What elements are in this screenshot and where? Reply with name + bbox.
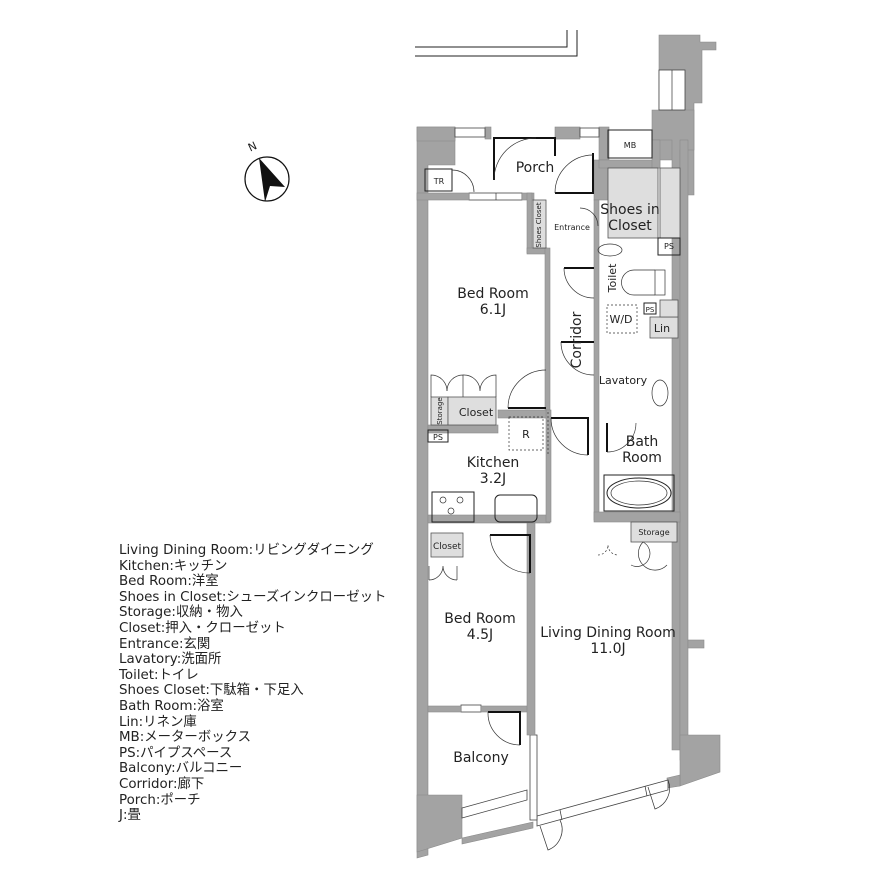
entrance-label: Entrance [554, 223, 590, 232]
legend-item: MB:メーターボックス [119, 730, 251, 746]
mb-label: MB [624, 141, 636, 150]
fridge-label: R [522, 428, 530, 441]
porch-label: Porch [516, 160, 555, 176]
bedroom-1-size: 6.1J [480, 302, 506, 318]
legend-item: Shoes in Closet:シューズインクローゼット [119, 589, 387, 605]
balcony-label: Balcony [453, 750, 509, 766]
legend-item: Corridor:廊下 [119, 776, 205, 792]
room-labels: Porch TR MB Shoes in Closet Entrance Sho… [433, 141, 676, 766]
legend-item: Closet:押入・クローゼット [119, 620, 286, 636]
legend-item: Lavatory:洗面所 [119, 652, 222, 668]
corridor-label: Corridor [569, 311, 585, 368]
legend-item: Entrance:玄関 [119, 636, 211, 652]
shoes-closet-label: Shoes Closet [535, 202, 543, 247]
ldk-size: 11.0J [590, 641, 625, 657]
windows [454, 69, 686, 827]
legend-item: Storage:収納・物入 [119, 605, 243, 621]
svg-text:Closet: Closet [459, 406, 494, 419]
bedroom-2-label: Bed Room [444, 611, 515, 627]
shoes-in-closet-label: Shoes in [600, 202, 659, 218]
porch-outline [493, 137, 594, 194]
svg-text:PS: PS [646, 306, 655, 314]
legend-item: Kitchen:キッチン [119, 558, 228, 574]
svg-text:Storage: Storage [436, 397, 444, 424]
lavatory-label: Lavatory [599, 374, 648, 387]
legend-item: Shoes Closet:下駄箱・下足入 [119, 683, 304, 699]
kitchen-size: 3.2J [480, 471, 506, 487]
wd-label: W/D [609, 313, 632, 326]
fixtures [431, 243, 675, 523]
toilet-label: Toilet [606, 263, 619, 293]
legend-item: Porch:ポーチ [119, 792, 201, 808]
legend-item: Bath Room:浴室 [119, 698, 224, 714]
door-swings [428, 169, 670, 851]
interior-walls [416, 139, 681, 736]
svg-text:Closet: Closet [433, 542, 462, 552]
legend-item: Toilet:トイレ [119, 667, 199, 683]
ps-label: PS [664, 242, 674, 251]
svg-text:PS: PS [433, 433, 443, 442]
legend-item: Bed Room:洋室 [119, 574, 219, 590]
small-rooms [424, 129, 681, 443]
legend-item: Balcony:バルコニー [119, 761, 243, 777]
svg-text:N: N [246, 139, 259, 154]
lin-label: Lin [654, 322, 670, 335]
bath-room-label: Bath [626, 434, 659, 450]
kitchen-label: Kitchen [467, 455, 520, 471]
bedroom-1-label: Bed Room [457, 286, 528, 302]
bedroom-2-size: 4.5J [467, 627, 493, 643]
room-legend: Living Dining Room:リビングダイニング Kitchen:キッチ… [119, 543, 386, 824]
legend-item: PS:パイプスペース [119, 745, 233, 761]
svg-text:Room: Room [622, 450, 662, 466]
legend-item: Living Dining Room:リビングダイニング [119, 543, 374, 558]
svg-text:Closet: Closet [608, 218, 652, 234]
svg-text:Storage: Storage [638, 528, 669, 537]
ldk-label: Living Dining Room [540, 625, 676, 641]
north-arrow-icon: N [244, 139, 290, 202]
neighbor-outline [415, 30, 578, 57]
storage-areas [430, 167, 681, 558]
legend-item: Lin:リネン庫 [119, 714, 197, 730]
legend-item: J:畳 [119, 808, 141, 824]
tr-label: TR [433, 177, 445, 186]
exterior-walls [416, 34, 721, 859]
